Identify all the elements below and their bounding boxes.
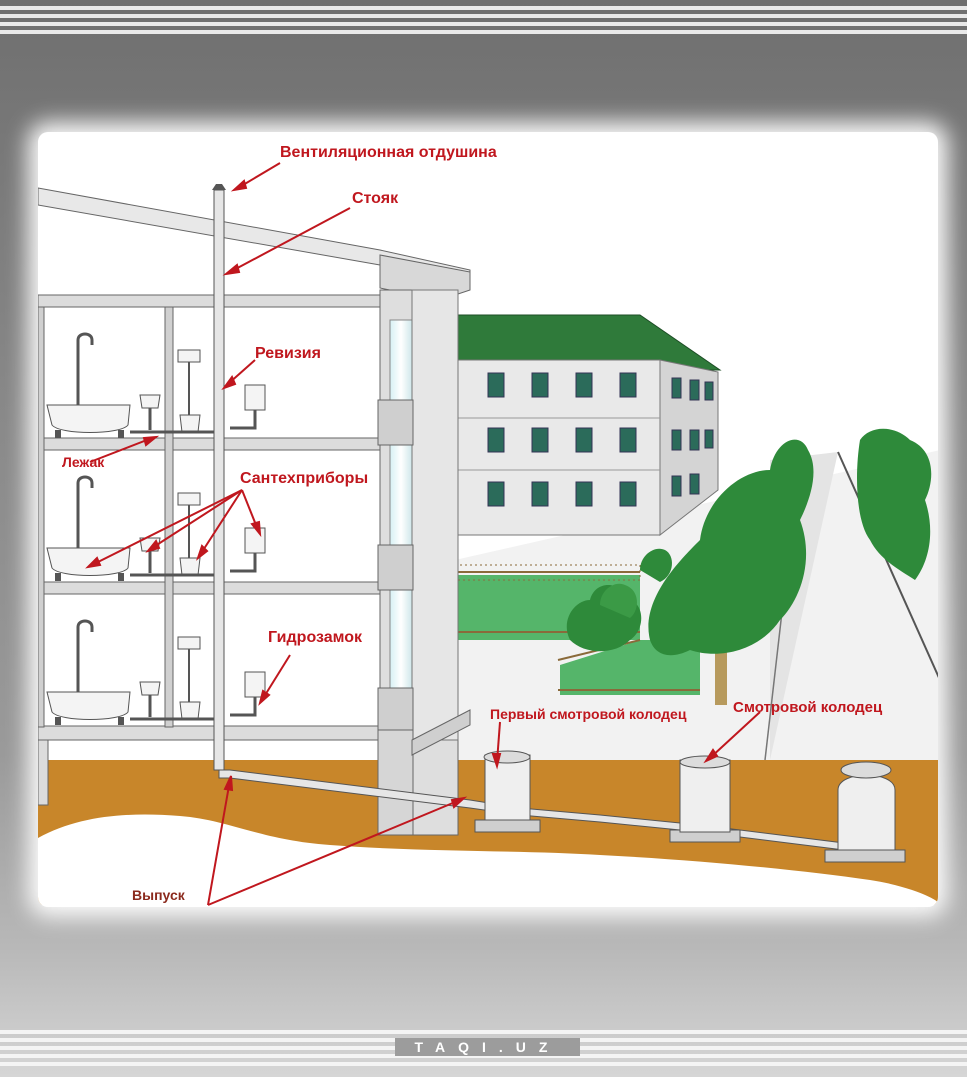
- site-watermark: TAQI.UZ: [395, 1038, 580, 1056]
- top-stripes: [0, 6, 967, 38]
- label-first-well: Первый смотровой колодец: [490, 706, 687, 722]
- label-vent: Вентиляционная отдушина: [280, 144, 497, 161]
- school-building: [457, 314, 722, 537]
- trees: [566, 428, 932, 705]
- label-outlet: Выпуск: [132, 887, 186, 903]
- label-revision: Ревизия: [255, 345, 321, 362]
- label-lezhak: Лежак: [62, 454, 105, 470]
- inspection-wells: [474, 750, 906, 863]
- callout-arrows: [85, 162, 761, 906]
- label-riser: Стояк: [352, 190, 399, 207]
- sewerage-diagram: Вентиляционная отдушина Стояк Ревизия Ле…: [38, 144, 938, 906]
- floor-fixtures: [45, 332, 267, 727]
- house-section: [38, 187, 471, 836]
- label-fixtures: Сантехприборы: [240, 470, 368, 487]
- label-trap: Гидрозамок: [268, 629, 363, 646]
- label-well: Смотровой колодец: [733, 699, 883, 716]
- diagram-frame: Вентиляционная отдушина Стояк Ревизия Ле…: [38, 132, 938, 907]
